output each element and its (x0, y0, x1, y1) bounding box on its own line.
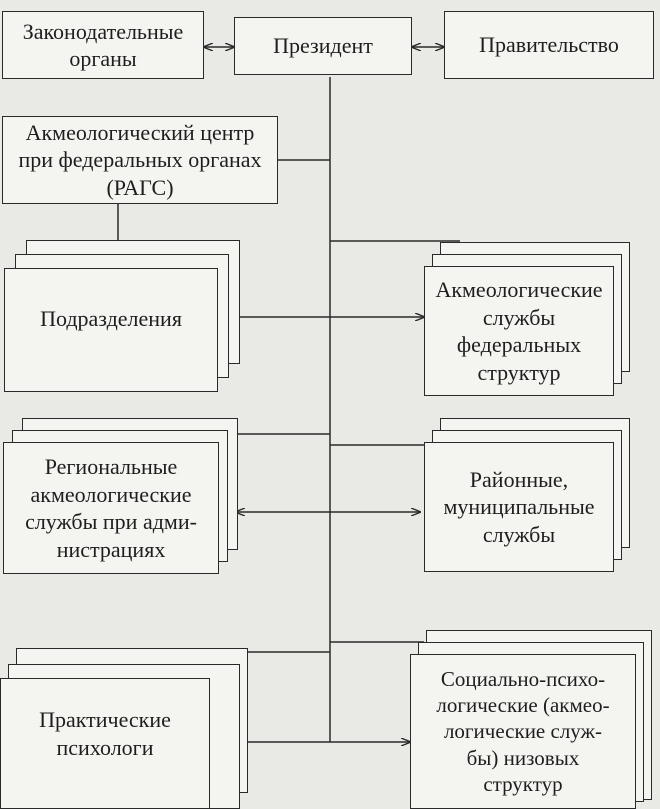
node-acmeo-center: Акмеологический центр при федеральных ор… (2, 116, 278, 204)
node-legislative: Законодательные органы (2, 11, 204, 79)
node-sociopsych-services: Социально-психо- логические (акмео- логи… (410, 654, 636, 809)
node-subdivisions: Подразделения (4, 268, 218, 392)
node-district-services: Районные, муниципальные службы (424, 442, 614, 572)
node-government: Правительство (444, 11, 654, 79)
node-federal-services: Акмеологические службы федеральных струк… (424, 266, 614, 396)
node-regional-services: Региональные акмеологические службы при … (3, 442, 219, 574)
node-practical-psychologists: Практические психологи (0, 678, 210, 809)
node-president: Президент (234, 17, 412, 75)
